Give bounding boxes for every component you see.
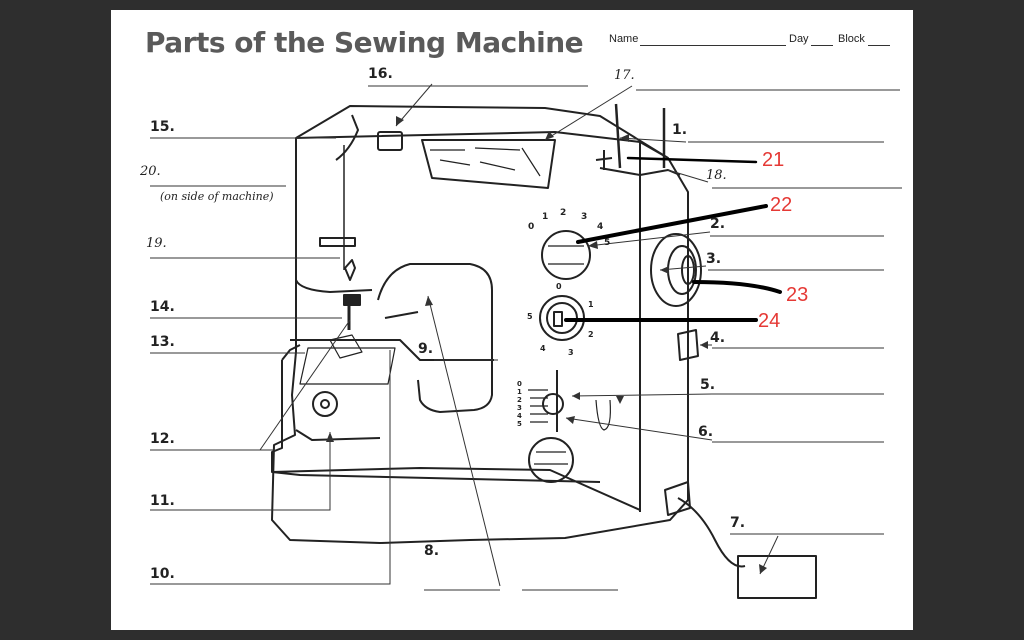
label-24: 24 [758, 310, 781, 332]
label-8: 8. [424, 543, 440, 559]
label-13: 13. [150, 334, 175, 350]
dial-b-2: 2 [588, 330, 594, 339]
block-line [868, 45, 890, 46]
top-panel [421, 139, 556, 189]
label-1: 1. [672, 122, 688, 138]
stitch-length-dial [541, 230, 591, 280]
machine-body-inner [295, 131, 669, 159]
reverse-dial [528, 437, 574, 483]
label-2: 2. [710, 216, 726, 232]
top-window [377, 131, 403, 151]
day-line [811, 45, 833, 46]
scale-5: 5 [517, 420, 522, 428]
handwheel [650, 233, 702, 307]
dial-a-0: 0 [528, 222, 535, 232]
worksheet-title: Parts of the Sewing Machine [145, 26, 584, 59]
power-switch [677, 329, 699, 361]
label-7: 7. [730, 515, 746, 531]
label-11: 11. [150, 493, 175, 509]
label-16: 16. [368, 66, 393, 82]
dial-b-3: 3 [568, 348, 574, 357]
label-14: 14. [150, 299, 175, 315]
label-21: 21 [762, 149, 785, 171]
scale-1: 1 [517, 388, 522, 396]
needle-plate [299, 347, 396, 385]
label-18: 18. [706, 168, 727, 183]
dial-b-1: 1 [588, 300, 594, 309]
label-15: 15. [150, 119, 175, 135]
scale-3: 3 [517, 404, 522, 412]
label-23: 23 [786, 284, 809, 306]
label-4: 4. [710, 330, 726, 346]
dial-a-3: 3 [581, 212, 588, 222]
marker-line-23 [692, 280, 782, 294]
stitch-selector-knob [542, 393, 564, 415]
label-17: 17. [614, 68, 635, 83]
spool-pin-left [614, 103, 622, 169]
block-label: Block [838, 33, 865, 45]
day-label: Day [789, 33, 809, 45]
label-20-note: (on side of machine) [160, 190, 274, 203]
label-22: 22 [770, 194, 793, 216]
scale-2: 2 [517, 396, 522, 404]
label-9: 9. [418, 341, 434, 357]
dial-a-5: 5 [604, 238, 611, 248]
foot-pedal [737, 555, 817, 599]
marker-line-22 [576, 204, 768, 244]
machine-body [271, 105, 689, 544]
worksheet-page [111, 10, 913, 630]
label-10: 10. [150, 566, 175, 582]
label-19: 19. [146, 236, 167, 251]
dial-a-1: 1 [542, 212, 549, 222]
label-5: 5. [700, 377, 716, 393]
scale-4: 4 [517, 412, 522, 420]
dial-b-4: 4 [540, 344, 546, 353]
label-12: 12. [150, 431, 175, 447]
dial-a-2: 2 [560, 208, 567, 218]
label-20: 20. [140, 164, 161, 179]
dial-b-0: 0 [556, 282, 562, 291]
label-6: 6. [698, 424, 714, 440]
label-3: 3. [706, 251, 722, 267]
machine-bed [290, 339, 494, 361]
scale-0: 0 [517, 380, 522, 388]
dial-a-4: 4 [597, 222, 604, 232]
marker-line-21 [626, 156, 758, 164]
dial-b-5: 5 [527, 312, 533, 321]
name-line [640, 45, 786, 46]
bobbin-winder [312, 391, 338, 417]
arm-opening [377, 263, 493, 413]
name-label: Name [609, 33, 639, 45]
